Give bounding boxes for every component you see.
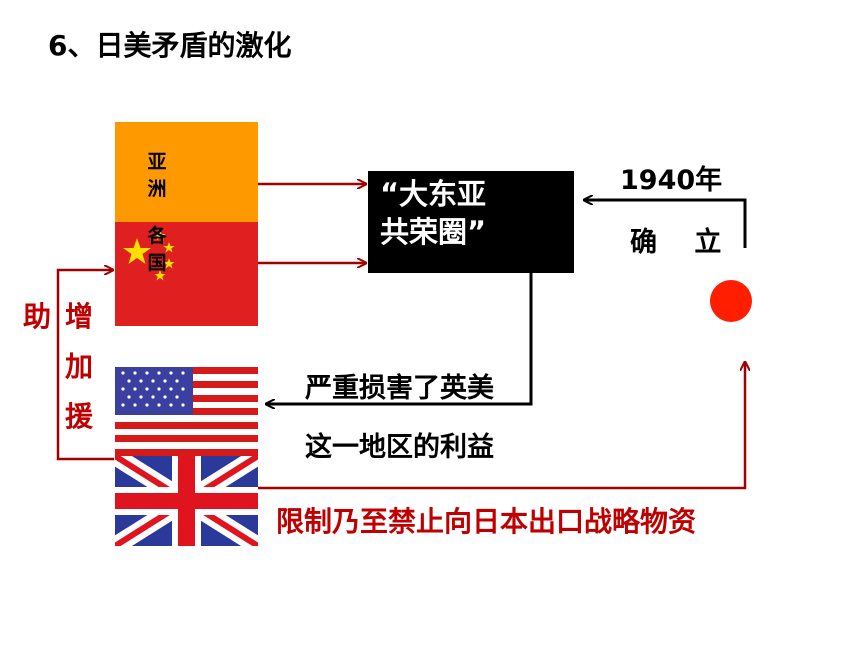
asia-label-3: 各 bbox=[147, 225, 167, 247]
asia-orange-block bbox=[115, 122, 258, 222]
aid-label-right-1: 增 bbox=[64, 300, 93, 333]
japan-sun-icon bbox=[710, 280, 752, 322]
arrow-aid-asia bbox=[56, 270, 114, 461]
arrow-japan-establish bbox=[584, 200, 747, 248]
arrow-harm-interests bbox=[266, 273, 533, 404]
co-prosperity-line2: 共荣圈” bbox=[380, 215, 487, 249]
arrow-restrict-japan bbox=[258, 362, 745, 490]
restrict-text: 限制乃至禁止向日本出口战略物资 bbox=[276, 505, 697, 538]
aid-label-right-2: 加 bbox=[64, 350, 93, 383]
year-label: 1940年 bbox=[620, 165, 723, 196]
aid-label-left: 助 bbox=[22, 300, 51, 333]
co-prosperity-line1: “大东亚 bbox=[380, 177, 487, 211]
asia-label-1: 亚 bbox=[147, 151, 167, 173]
usa-flag-icon bbox=[115, 367, 258, 456]
co-prosperity-box: “大东亚 共荣圈” bbox=[368, 171, 574, 273]
aid-label-right-3: 援 bbox=[64, 400, 93, 433]
asia-label-4: 国 bbox=[147, 252, 167, 274]
china-flag-icon bbox=[115, 222, 258, 326]
establish-label: 确 立 bbox=[630, 227, 736, 258]
harm-text-line2: 这一地区的利益 bbox=[305, 432, 494, 463]
asia-label-2: 洲 bbox=[147, 178, 167, 200]
page-title: 6、日美矛盾的激化 bbox=[48, 29, 292, 62]
harm-text-line1: 严重损害了英美 bbox=[305, 373, 494, 404]
uk-flag-icon bbox=[115, 456, 258, 546]
